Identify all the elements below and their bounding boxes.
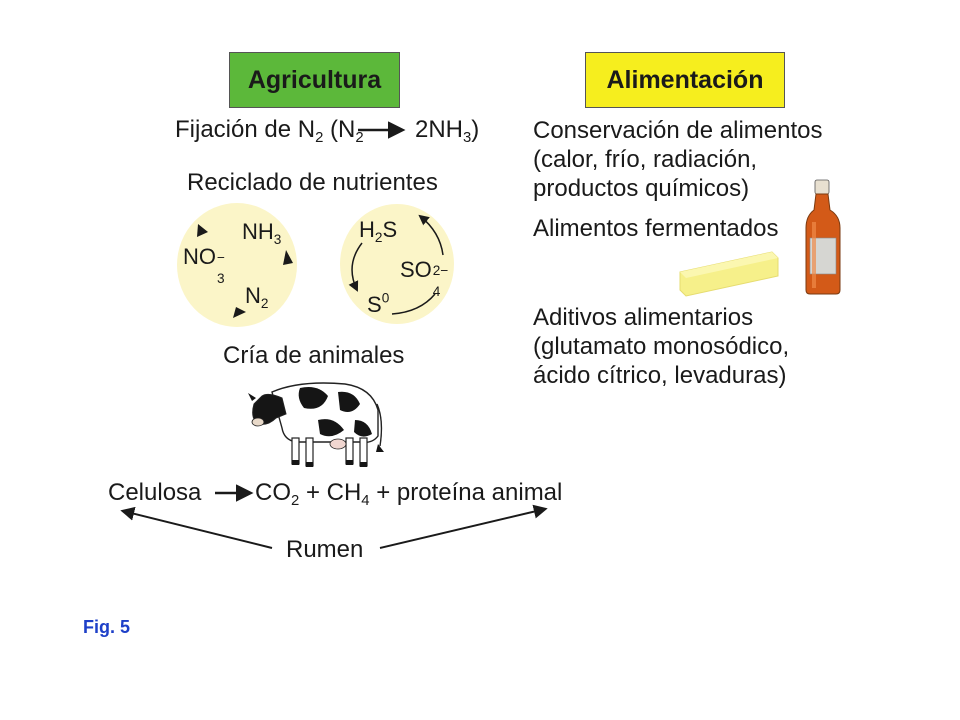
reciclado-heading: Reciclado de nutrientes	[187, 169, 438, 196]
alimentacion-header: Alimentación	[585, 52, 785, 108]
aditivos-line-2: (glutamato monosódico,	[533, 333, 790, 360]
aditivos-block: Aditivos alimentarios (glutamato monosód…	[533, 303, 789, 390]
agricultura-header: Agricultura	[229, 52, 400, 108]
sulfur-cycle-arrow-top	[418, 214, 444, 256]
co2-sub: 2	[291, 493, 300, 510]
aditivos-line-1: Aditivos alimentarios	[533, 304, 754, 331]
n2-sub: 2	[260, 295, 269, 311]
ch4-text: + CH	[299, 479, 362, 506]
s0-text: S	[367, 292, 382, 317]
s0-sup: 0	[381, 290, 390, 306]
nitrogen-cycle-arrowhead-right	[283, 250, 293, 265]
rumen-products: CO2 + CH4 + proteína animal	[255, 479, 563, 510]
fixation-sub-2: 2	[355, 130, 364, 147]
no3-subsup: −3	[217, 251, 225, 287]
so4-sub: 4	[432, 284, 441, 300]
h2s-label: H2S	[359, 217, 398, 245]
bottle-icon	[805, 179, 841, 295]
sulfur-cycle-arrow-left	[348, 242, 363, 292]
fixation-label: Fijación de N	[175, 116, 316, 143]
no3-text: NO	[183, 244, 216, 269]
conservacion-line-1: Conservación de alimentos	[533, 117, 823, 144]
conservacion-line-3: productos químicos)	[533, 175, 750, 202]
h2s-sub: 2	[374, 229, 383, 245]
fixation-sub-1: 2	[315, 130, 324, 147]
fixation-equation-left: Fijación de N2 (N2	[175, 116, 364, 147]
no3-label: NO−3	[183, 244, 225, 287]
conservacion-block: Conservación de alimentos (calor, frío, …	[533, 116, 823, 203]
nh3-sub: 3	[273, 231, 282, 247]
cheese-icon	[679, 251, 779, 297]
celulosa-label: Celulosa	[108, 479, 202, 506]
s0-label: S0	[367, 290, 390, 318]
so4-text: SO	[400, 257, 432, 282]
nitrogen-cycle-background	[177, 203, 297, 327]
sulfur-cycle-background	[340, 204, 454, 324]
nitrogen-cycle-arrowhead-top	[197, 224, 208, 237]
fixation-equation-right: 2NH3)	[415, 116, 480, 147]
so4-subsup: 2−4	[432, 264, 449, 300]
sulfur-cycle-arrow-bottom	[391, 293, 436, 315]
fixation-product: 2NH	[415, 116, 464, 143]
h2s-h: H	[359, 217, 375, 242]
figure-label: Fig. 5	[83, 617, 131, 637]
cria-heading: Cría de animales	[223, 342, 405, 369]
n2-text: N	[245, 283, 261, 308]
nh3-text: NH	[242, 219, 274, 244]
no3-sup: −	[217, 250, 225, 266]
n2-label: N2	[245, 283, 269, 311]
nitrogen-cycle-arrowhead-bottom	[233, 307, 246, 318]
co2-text: CO	[255, 479, 291, 506]
fixation-close: )	[471, 116, 480, 143]
nh3-label: NH3	[242, 219, 282, 247]
h2s-s: S	[382, 217, 398, 242]
so4-sup: 2−	[432, 263, 449, 279]
ch4-sub: 4	[361, 493, 370, 510]
fixation-sub-3: 3	[463, 130, 472, 147]
cow-icon	[248, 382, 384, 467]
rumen-arrow-right	[379, 504, 548, 549]
aditivos-line-3: ácido cítrico, levaduras)	[533, 362, 787, 389]
conservacion-line-2: (calor, frío, radiación,	[533, 146, 758, 173]
no3-sub: 3	[217, 271, 225, 287]
fermentados-label: Alimentos fermentados	[533, 215, 779, 242]
alimentacion-header-label: Alimentación	[606, 65, 764, 94]
fixation-open: (N	[323, 116, 356, 143]
agricultura-header-label: Agricultura	[247, 65, 382, 94]
rumen-label: Rumen	[286, 536, 364, 563]
protein-text: + proteína animal	[369, 479, 563, 506]
rumen-arrow-left	[120, 506, 273, 549]
